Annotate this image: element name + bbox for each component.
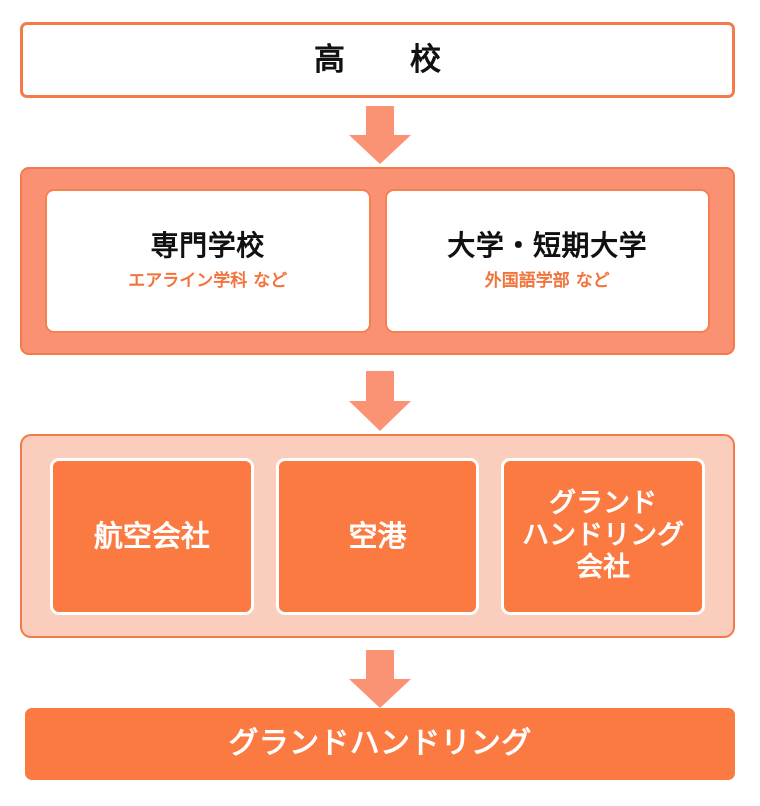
ground-handling-company-title: グランド ハンドリング 会社 [522, 488, 685, 583]
flow-node-ground-handling-company: グランド ハンドリング 会社 [501, 457, 706, 615]
university-title: 大学・短期大学 [447, 229, 648, 262]
university-subtitle: 外国語学部 など [484, 271, 610, 291]
flow-node-airline-company: 航空会社 [50, 457, 254, 615]
airline-company-title: 航空会社 [93, 518, 210, 553]
flow-node-ground-handling: グランドハンドリング [25, 708, 735, 780]
down-arrow-icon-2 [349, 371, 411, 431]
high-school-label: 高 校 [313, 41, 459, 78]
flow-node-airport: 空港 [275, 457, 480, 615]
flow-node-high-school: 高 校 [20, 22, 735, 98]
down-arrow-icon-1 [349, 106, 411, 164]
ground-handling-label: グランドハンドリング [228, 726, 532, 761]
down-arrow-icon-3 [349, 650, 411, 708]
vocational-school-subtitle: エアライン学科 など [128, 271, 288, 291]
vocational-school-title: 専門学校 [150, 229, 265, 262]
flow-group-education: 専門学校 エアライン学科 など 大学・短期大学 外国語学部 など [20, 167, 735, 355]
airport-title: 空港 [348, 518, 407, 553]
flow-node-university: 大学・短期大学 外国語学部 など [384, 189, 710, 333]
flow-group-employers: 航空会社 空港 グランド ハンドリング 会社 [20, 434, 735, 638]
flow-node-vocational-school: 専門学校 エアライン学科 など [45, 189, 371, 333]
